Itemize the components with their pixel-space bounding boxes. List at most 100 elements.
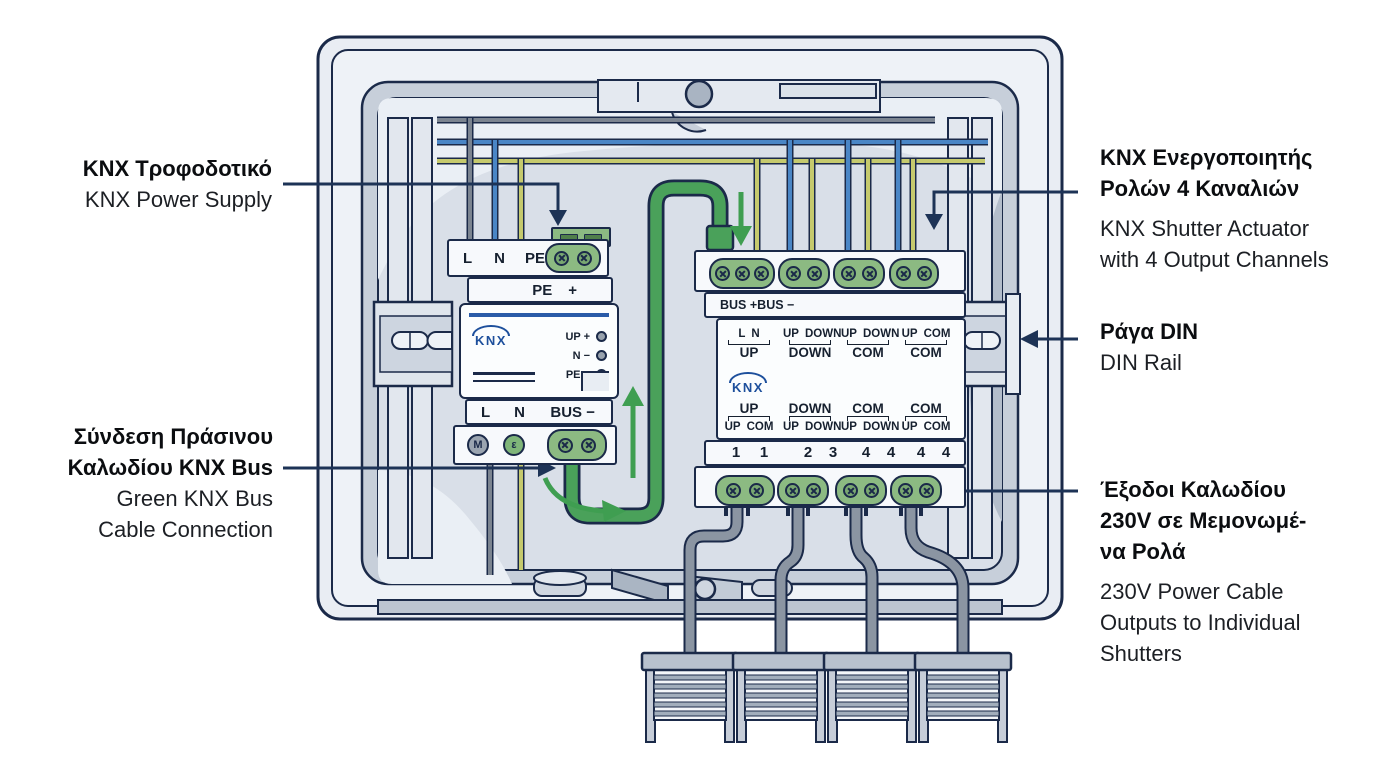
psu-symbol-earth: ε [503, 434, 525, 456]
callout-bus-connection: Σύνδεση Πράσινου Καλωδίου KNX Bus Green … [28, 421, 273, 545]
terminal-label: UP [783, 328, 799, 340]
bracket [847, 416, 889, 421]
channel-label: COM [852, 345, 884, 360]
terminal-label: COM [923, 328, 951, 340]
screw-icon [557, 437, 573, 453]
callout-din-rail-el: Ράγα DIN [1100, 319, 1198, 344]
output-cables [683, 506, 970, 664]
callout-actuator-el2: Ρολών 4 Καναλιών [1100, 176, 1300, 201]
shutter-3 [822, 651, 922, 743]
psu-led-up-label: UP + [565, 330, 590, 343]
terminal-label: UP [724, 421, 741, 433]
actuator-bottom-terminal-3 [835, 475, 887, 506]
callout-actuator: KNX Ενεργοποιητής Ρολών 4 Καναλιών KNX S… [1100, 142, 1360, 275]
psu-pe-plus-row: PE + [467, 277, 613, 303]
bus-flow-arrows [542, 192, 752, 522]
psu-bottom-n: N [514, 403, 526, 421]
bracket [905, 416, 947, 421]
callout-actuator-en2: with 4 Output Channels [1100, 247, 1329, 272]
terminal-number: 2 [803, 444, 813, 461]
knx-logo: KNX [729, 372, 767, 395]
terminal-number: 3 [828, 444, 838, 461]
callout-outputs-en3: Shutters [1100, 641, 1182, 666]
screw-icon [786, 266, 801, 281]
psu-top-terminal-row: L N PE [447, 239, 609, 277]
channel-label: COM [852, 401, 884, 416]
psu-terminal-n: N [494, 249, 506, 267]
terminal-number: 4 [916, 444, 926, 461]
channel-label: COM [910, 401, 942, 416]
terminal-label: L [738, 328, 746, 340]
psu-bottom-terminal-row: M ε [453, 425, 617, 465]
callout-bus-connection-el1: Σύνδεση Πράσινου [73, 424, 273, 449]
terminal-label: DOWN [804, 421, 842, 433]
screw-icon [734, 266, 750, 281]
bracket [905, 340, 947, 345]
bracket [728, 340, 770, 345]
callout-outputs-el2: 230V σε Μεμονωμέ- [1100, 508, 1307, 533]
shutter-2 [731, 651, 831, 743]
bracket [789, 416, 831, 421]
terminal-number: 1 [731, 444, 741, 461]
callout-power-supply-el: KNX Τροφοδοτικό [82, 156, 272, 181]
mounting-tab [597, 79, 881, 133]
terminal-label: UP [901, 421, 918, 433]
actuator-bus-label: BUS +BUS − [720, 298, 795, 312]
psu-led-n-label: N − [572, 349, 590, 362]
screw-icon [749, 483, 765, 498]
led-indicator-icon [596, 350, 607, 361]
screw-icon [919, 483, 934, 498]
bracket [728, 416, 770, 421]
knx-power-supply-module: L N PE PE + KNX UP + N − PE − L N BUS − … [447, 227, 619, 467]
psu-bottom-label-row: L N BUS − [465, 399, 613, 425]
psu-top-terminal-block [545, 243, 602, 273]
psu-pe-label: PE [532, 281, 553, 299]
actuator-top-terminal-1 [709, 258, 775, 289]
screw-icon [715, 266, 731, 281]
callout-outputs-en2: Outputs to Individual [1100, 610, 1301, 635]
screw-icon [725, 483, 741, 498]
terminal-number: 4 [886, 444, 896, 461]
terminal-number: 1 [759, 444, 769, 461]
screw-icon [864, 483, 879, 498]
actuator-top-terminal-2 [778, 258, 830, 289]
screw-icon [785, 483, 800, 498]
leader-lines [283, 182, 1078, 500]
channel-group-bottom-3: COM UP DOWN [838, 401, 900, 433]
psu-accent-line [469, 313, 609, 317]
screw-icon [841, 266, 856, 281]
screw-icon [554, 250, 570, 266]
terminal-label: UP [841, 328, 857, 340]
channel-label: DOWN [788, 345, 832, 360]
knx-logo: KNX [472, 325, 510, 348]
psu-bus-terminal-block [547, 429, 607, 461]
channel-label: UP [739, 345, 759, 360]
actuator-bottom-terminal-1 [715, 475, 775, 506]
terminal-label: DOWN [804, 328, 842, 340]
psu-terminal-l: L [463, 249, 473, 267]
terminal-label: UP [841, 421, 857, 433]
terminal-label: DOWN [862, 421, 900, 433]
actuator-top-terminal-3 [833, 258, 885, 289]
bracket [789, 340, 831, 345]
shutter-4 [913, 651, 1013, 743]
channel-label: UP [739, 401, 759, 416]
callout-outputs-el1: Έξοδοι Καλωδίου [1100, 477, 1286, 502]
callout-bus-connection-el2: Καλωδίου KNX Bus [67, 455, 273, 480]
actuator-bottom-terminal-row [694, 466, 966, 508]
callout-bus-connection-en2: Cable Connection [98, 517, 273, 542]
callout-outputs: Έξοδοι Καλωδίου 230V σε Μεμονωμέ- να Ρολ… [1100, 474, 1360, 669]
psu-label-lines [473, 372, 535, 387]
screw-icon [807, 266, 822, 281]
terminal-label: N [751, 328, 760, 340]
actuator-bottom-terminal-2 [777, 475, 829, 506]
